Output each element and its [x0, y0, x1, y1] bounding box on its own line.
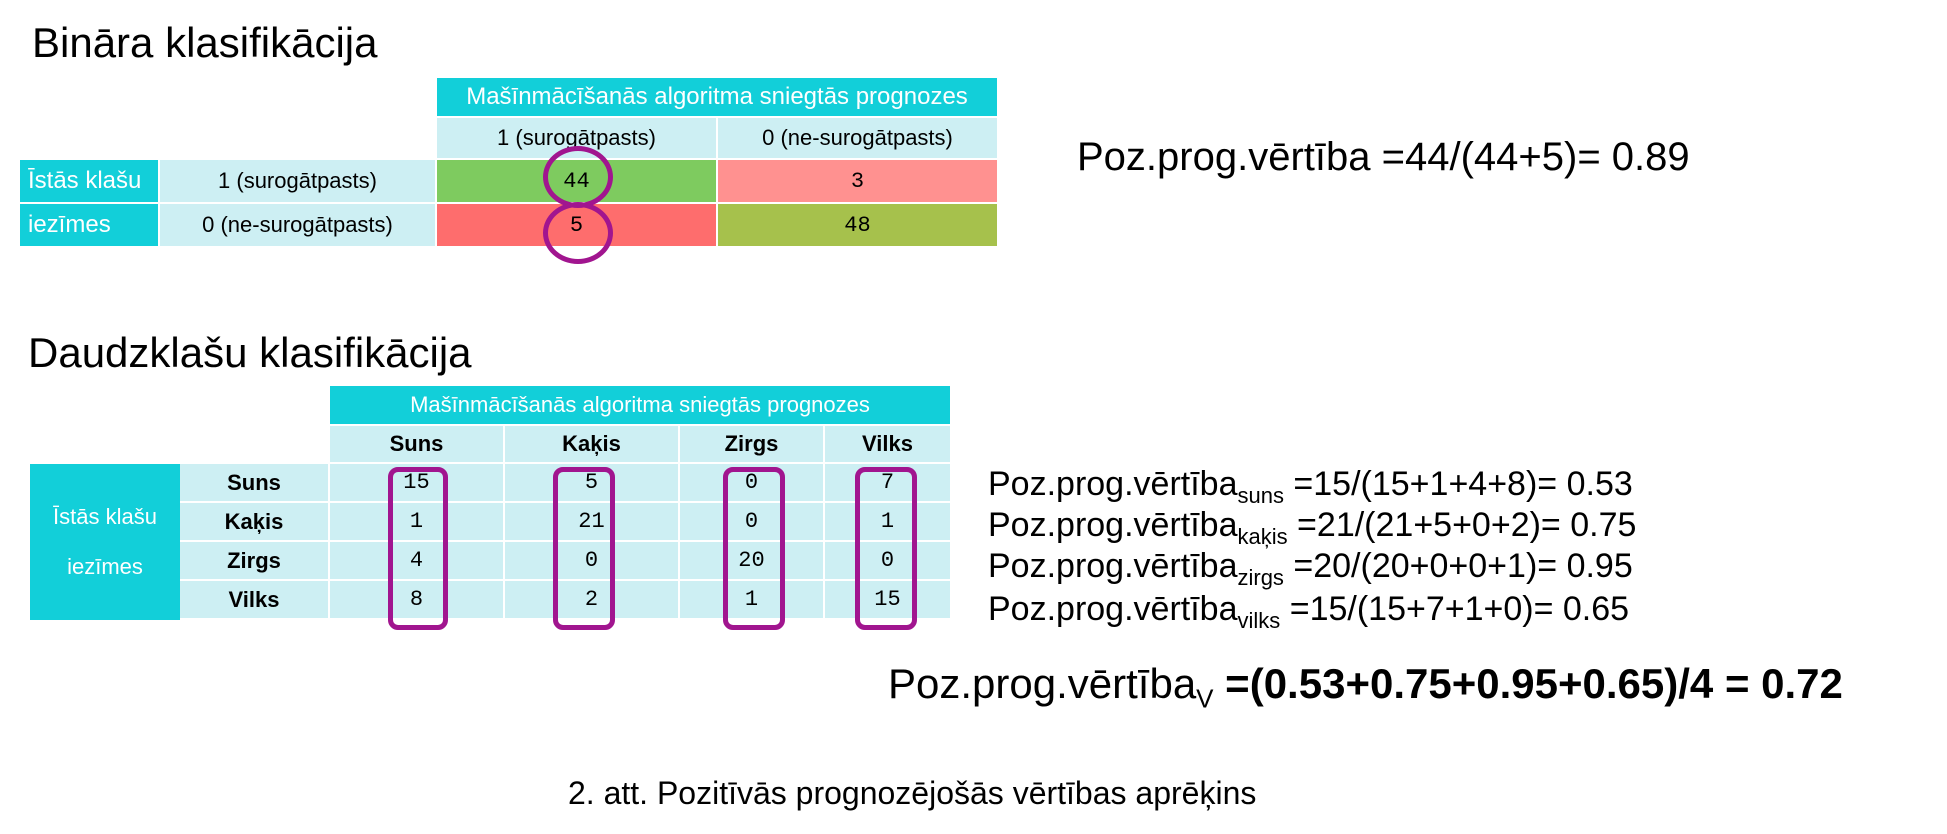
multi-cell-vilks-suns: 8	[330, 581, 505, 620]
multi-cell-zirgs-suns: 4	[330, 542, 505, 581]
binary-title: Bināra klasifikācija	[32, 19, 378, 66]
multi-cell-suns-vilks: 7	[825, 464, 952, 503]
multi-cell-vilks-zirgs: 1	[680, 581, 825, 620]
multi-cell-zirgs-zirgs: 20	[680, 542, 825, 581]
binary-row-group-label: Īstās klašu	[20, 160, 160, 204]
multi-row-label-zirgs: Zirgs	[180, 542, 330, 581]
formula-vilks: Poz.prog.vērtībavilks =15/(15+7+1+0)= 0.…	[988, 590, 1630, 633]
multi-row-group-label-2: iezīmes	[67, 554, 143, 579]
multi-col-label-vilks: Vilks	[825, 426, 952, 464]
highlight-column-vilks	[855, 467, 917, 630]
highlight-column-zirgs	[723, 467, 785, 630]
binary-header: Mašīnmācīšanās algoritma sniegtās progno…	[437, 78, 999, 118]
multi-cell-kakis-kakis: 21	[505, 503, 680, 542]
multi-cell-kakis-vilks: 1	[825, 503, 952, 542]
figure-caption: 2. att. Pozitīvās prognozējošās vērtības…	[568, 775, 1257, 811]
binary-true-negative: 48	[718, 204, 999, 248]
multi-cell-kakis-suns: 1	[330, 503, 505, 542]
highlight-circle-fp	[543, 202, 613, 264]
multi-header: Mašīnmācīšanās algoritma sniegtās progno…	[330, 386, 952, 426]
binary-row-label-1: 1 (surogātpasts)	[160, 160, 437, 204]
multi-col-label-kakis: Kaķis	[505, 426, 680, 464]
formula-average: Poz.prog.vērtībaV =(0.53+0.75+0.95+0.65)…	[888, 660, 1843, 714]
formula-kakis: Poz.prog.vērtībakaķis =21/(21+5+0+2)= 0.…	[988, 506, 1637, 549]
multi-row-label-suns: Suns	[180, 464, 330, 503]
highlight-column-kakis	[553, 467, 615, 630]
multi-cell-vilks-vilks: 15	[825, 581, 952, 620]
multi-row-label-vilks: Vilks	[180, 581, 330, 620]
multi-cell-kakis-zirgs: 0	[680, 503, 825, 542]
multi-cell-vilks-kakis: 2	[505, 581, 680, 620]
binary-formula: Poz.prog.vērtība =44/(44+5)= 0.89	[1077, 135, 1690, 179]
multi-title: Daudzklašu klasifikācija	[28, 329, 472, 376]
binary-false-negative: 3	[718, 160, 999, 204]
formula-zirgs: Poz.prog.vērtībazirgs =20/(20+0+0+1)= 0.…	[988, 547, 1633, 590]
multi-row-group-label: Īstās klašu iezīmes	[30, 464, 182, 620]
binary-row-group-label-2: iezīmes	[20, 204, 160, 248]
multi-row-group-label-1: Īstās klašu	[53, 504, 157, 529]
binary-row-label-0: 0 (ne-surogātpasts)	[160, 204, 437, 248]
multi-cell-zirgs-vilks: 0	[825, 542, 952, 581]
multi-col-label-zirgs: Zirgs	[680, 426, 825, 464]
binary-col-label-0: 0 (ne-surogātpasts)	[718, 118, 999, 160]
multi-row-label-kakis: Kaķis	[180, 503, 330, 542]
formula-suns: Poz.prog.vērtībasuns =15/(15+1+4+8)= 0.5…	[988, 465, 1633, 508]
multi-col-label-suns: Suns	[330, 426, 505, 464]
multi-cell-zirgs-kakis: 0	[505, 542, 680, 581]
highlight-column-suns	[388, 467, 448, 630]
highlight-circle-tp	[543, 146, 613, 208]
